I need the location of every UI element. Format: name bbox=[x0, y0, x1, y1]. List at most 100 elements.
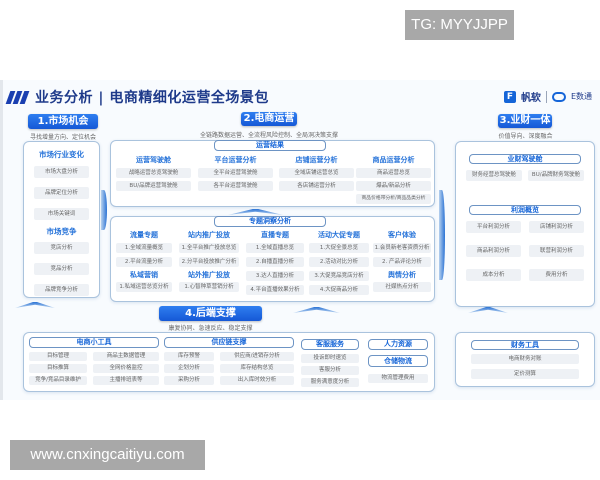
badge-market: 1.市场机会 bbox=[28, 114, 98, 129]
insight-item: 2. 产品评论分析 bbox=[373, 257, 431, 267]
market-item: 市场关键词 bbox=[34, 208, 89, 220]
profit-item: 费用分析 bbox=[529, 269, 584, 281]
hr-title: 人力资源 bbox=[368, 339, 428, 350]
results-item: 战略运营总览驾驶舱 bbox=[116, 168, 191, 178]
results-item: 爆品/新品分析 bbox=[356, 181, 431, 191]
insight-item: 1.全域直播总览 bbox=[246, 243, 304, 253]
arrow-up-icon bbox=[468, 307, 508, 313]
logistics-item: 物流管理费用 bbox=[368, 374, 428, 383]
insight-group-title: 直播专题 bbox=[261, 231, 289, 239]
profit-item: 店铺利润分析 bbox=[529, 221, 584, 233]
ecom-tools-title: 电商小工具 bbox=[29, 337, 159, 348]
insight-panel: 专题洞察分析 流量专题 1.全域流量概览 2.平台流量分析 私域营销 1.私域运… bbox=[110, 216, 435, 302]
ecom-tool-item: 商品主数据管理 bbox=[93, 352, 159, 361]
ecommerce-subtitle: 全链路数据运营、全流程风险控制、全局洞决策支撑 bbox=[199, 132, 338, 139]
insight-item: 2.自播直播分析 bbox=[246, 257, 304, 267]
insight-group: 流量专题 1.全域流量概览 2.平台流量分析 私域营销 1.私域运营总览分析 bbox=[116, 230, 172, 292]
insight-title: 专题洞察分析 bbox=[214, 216, 326, 227]
cockpit-items: 财务经营总驾驶舱 BU/品牌财务驾驶舱 bbox=[466, 170, 584, 181]
supply-item: 库存结构总览 bbox=[220, 364, 294, 373]
profit-item: 联营利润分析 bbox=[529, 245, 584, 257]
insight-group-title: 流量专题 bbox=[130, 231, 158, 239]
results-group: 平台运营分析 全平台运营驾驶舱 各平台运营驾驶舱 bbox=[198, 155, 273, 191]
profit-item: 商品利润分析 bbox=[466, 245, 521, 257]
results-item: BU/品牌运营驾驶舱 bbox=[116, 181, 191, 191]
market-item: 市场大盘分析 bbox=[34, 166, 89, 178]
ecom-tool-item: 全网价格监控 bbox=[93, 364, 159, 373]
finance-subtitle: 价值导向、深度融合 bbox=[498, 133, 553, 140]
insight-group-title: 活动大促专题 bbox=[318, 231, 360, 239]
results-item: 各平台运营驾驶舱 bbox=[198, 181, 273, 191]
logo-divider bbox=[545, 90, 547, 103]
results-item: 各店铺运营分析 bbox=[279, 181, 354, 191]
market-item: 竞店分析 bbox=[34, 242, 89, 254]
brand-name: 帆软 bbox=[520, 93, 541, 104]
insight-item: 1.大促全景总览 bbox=[309, 243, 369, 253]
cockpit-item: 财务经营总驾驶舱 bbox=[466, 170, 522, 181]
service-item: 客服分析 bbox=[301, 366, 359, 375]
service-title: 客服服务 bbox=[301, 339, 359, 350]
cockpit-title: 业财驾驶舱 bbox=[469, 154, 581, 164]
supply-item: 采购分析 bbox=[164, 376, 214, 385]
watermark-top: TG: MYYJJPP bbox=[405, 10, 514, 40]
insight-item: 3.达人直播分析 bbox=[246, 271, 304, 281]
watermark-bottom: www.cnxingcaitiyu.com bbox=[10, 440, 205, 470]
insight-item: 2.分平台投放推广分析 bbox=[179, 257, 239, 267]
market-panel: 市场行业变化 市场大盘分析 品牌定位分析 市场关键词 市场竞争 竞店分析 竞品分… bbox=[23, 141, 100, 298]
market-item: 品牌竞争分析 bbox=[34, 284, 89, 296]
arrow-up-icon bbox=[293, 307, 340, 313]
insight-item: 社媒热点分析 bbox=[373, 282, 431, 292]
diagram-header: 业务分析 | 电商精细化运营全场景包 bbox=[5, 86, 269, 108]
badge-finance: 3.业财一体 bbox=[498, 114, 552, 128]
results-group-title: 运营驾驶舱 bbox=[136, 156, 171, 164]
results-item: 商品运营总览 bbox=[356, 168, 431, 178]
results-panel: 运营结果 运营驾驶舱 战略运营总览驾驶舱 BU/品牌运营驾驶舱 平台运营分析 全… bbox=[110, 140, 435, 207]
market-item: 竞品分析 bbox=[34, 263, 89, 275]
insight-item: 1.私域运营总览分析 bbox=[116, 282, 172, 292]
results-group-title: 商品运营分析 bbox=[372, 156, 415, 164]
supply-item: 库存预警 bbox=[164, 352, 214, 361]
results-item: 全平台运营驾驶舱 bbox=[198, 168, 273, 178]
logistics-title: 仓储物流 bbox=[368, 355, 428, 367]
supply-title: 供应链支撑 bbox=[164, 337, 294, 348]
insight-group-title: 站内推广投放 bbox=[188, 231, 230, 239]
badge-backend: 4.后端支撑 bbox=[159, 306, 262, 321]
results-title: 运营结果 bbox=[214, 140, 326, 151]
insight-item: 2.活动对比分析 bbox=[309, 257, 369, 267]
insight-item: 1.心智种草营销分析 bbox=[179, 282, 239, 292]
cockpit-item: BU/品牌财务驾驶舱 bbox=[528, 170, 584, 181]
backend-panel: 电商小工具 目标管理 商品主数据管理 目标推算 全网价格监控 竞争/竞品目录维护… bbox=[23, 332, 435, 392]
diagram-canvas: 业务分析 | 电商精细化运营全场景包 F 帆软 E数通 1.市场机会 寻找增量方… bbox=[0, 80, 600, 400]
insight-group-title: 私域营销 bbox=[130, 271, 158, 279]
finance-tools-panel: 财务工具 电商财务对账 定价测算 bbox=[455, 332, 595, 387]
ecom-tool-item: 目标推算 bbox=[29, 364, 87, 373]
finance-tools-title: 财务工具 bbox=[471, 340, 579, 350]
market-group-title: 市场竞争 bbox=[46, 227, 77, 236]
market-item: 品牌定位分析 bbox=[34, 187, 89, 199]
page-title: 业务分析 | 电商精细化运营全场景包 bbox=[35, 90, 269, 106]
insight-group: 直播专题 1.全域直播总览 2.自播直播分析 3.达人直播分析 4.平台直播效果… bbox=[246, 230, 304, 295]
profit-items: 平台利润分析 店铺利润分析 商品利润分析 联营利润分析 成本分析 费用分析 bbox=[466, 221, 584, 281]
badge-ecommerce: 2.电商运营 bbox=[241, 112, 297, 126]
ecom-tool-item: 主播排班表等 bbox=[93, 376, 159, 385]
supply-item: 供应商/进销存分析 bbox=[220, 352, 294, 361]
backend-subtitle: 康复协同、急速反应、稳定支撑 bbox=[168, 325, 253, 332]
market-subtitle: 寻找增量方向、定位机会 bbox=[29, 134, 96, 141]
arrow-up-icon bbox=[228, 209, 283, 215]
insight-item: 4.平台直播效果分析 bbox=[246, 285, 304, 295]
insight-group: 站内推广投放 1.全平台推广投放总览 2.分平台投放推广分析 站外推广投放 1.… bbox=[179, 230, 239, 292]
service-item: 服务满意度分析 bbox=[301, 378, 359, 387]
fanruan-logo-icon: F bbox=[503, 90, 516, 103]
insight-group-title: 舆情分析 bbox=[388, 271, 416, 279]
product-name: E数通 bbox=[570, 92, 592, 101]
insight-group: 客户体验 1.会员新老客资质分析 2. 产品评论分析 舆情分析 社媒热点分析 bbox=[373, 230, 431, 292]
results-group-title: 店铺运营分析 bbox=[295, 156, 338, 164]
service-item: 投诉即时速览 bbox=[301, 354, 359, 363]
results-group: 运营驾驶舱 战略运营总览驾驶舱 BU/品牌运营驾驶舱 bbox=[116, 155, 191, 191]
market-group-title: 市场行业变化 bbox=[39, 150, 84, 159]
insight-item: 1.全平台推广投放总览 bbox=[179, 243, 239, 253]
insight-item: 1.全域流量概览 bbox=[116, 243, 172, 253]
results-group-title: 平台运营分析 bbox=[214, 156, 257, 164]
arrow-right-icon bbox=[439, 190, 445, 280]
profit-item: 成本分析 bbox=[466, 269, 521, 281]
